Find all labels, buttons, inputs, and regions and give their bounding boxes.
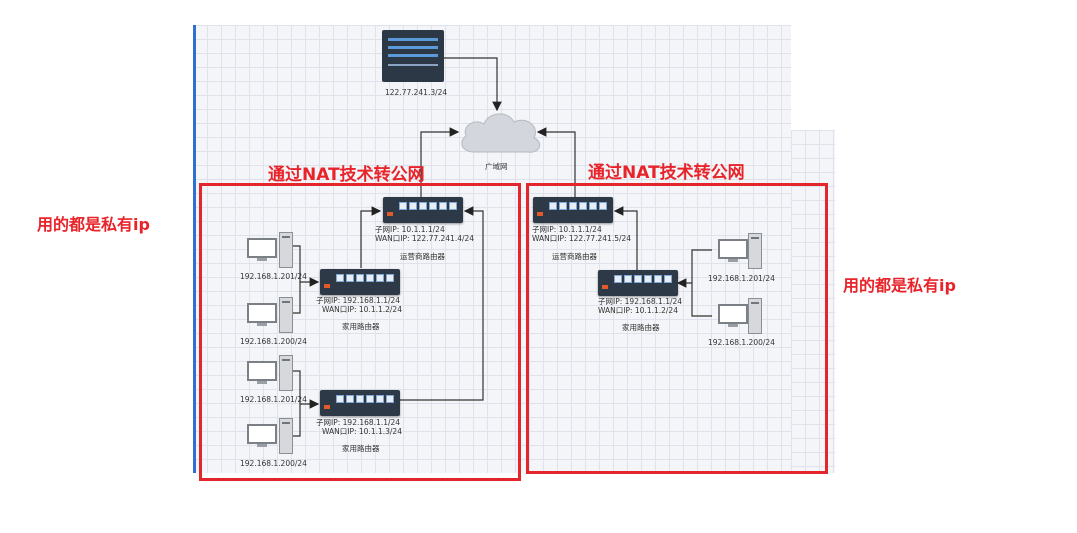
- cloud-label: 广域网: [485, 162, 508, 171]
- left-pc-2-label: 192.168.1.200/24: [240, 337, 307, 346]
- right-isp-router-icon: [533, 197, 613, 223]
- left-home1-subnet: 子网IP: 192.168.1.1/24: [316, 296, 401, 305]
- right-pc-1-label: 192.168.1.201/24: [708, 274, 775, 283]
- right-home-subnet: 子网IP: 192.168.1.1/24: [598, 297, 683, 306]
- server-label: 122.77.241.3/24: [385, 88, 448, 97]
- left-pc-3-icon: [247, 355, 297, 393]
- left-home1-wan: WAN口IP: 10.1.1.2/24: [322, 305, 402, 314]
- server-icon: [382, 30, 444, 82]
- left-isp-subnet: 子网IP: 10.1.1.1/24: [375, 225, 445, 234]
- left-nat-title: 通过NAT技术转公网: [268, 165, 425, 185]
- right-home-wan: WAN口IP: 10.1.1.2/24: [598, 306, 678, 315]
- left-edge-bar: [193, 25, 196, 473]
- left-home-router-1-icon: [320, 269, 400, 295]
- right-pc-2-label: 192.168.1.200/24: [708, 338, 775, 347]
- right-nat-title: 通过NAT技术转公网: [588, 163, 745, 183]
- left-pc-1-label: 192.168.1.201/24: [240, 272, 307, 281]
- left-network-box: [199, 183, 521, 481]
- left-home2-subnet: 子网IP: 192.168.1.1/24: [316, 418, 401, 427]
- left-home2-name: 家用路由器: [342, 444, 380, 453]
- left-pc-4-label: 192.168.1.200/24: [240, 459, 307, 468]
- left-isp-router-icon: [383, 197, 463, 223]
- cloud-icon: [461, 113, 541, 153]
- left-home-router-2-icon: [320, 390, 400, 416]
- left-pc-2-icon: [247, 297, 297, 335]
- right-home-router-icon: [598, 270, 678, 296]
- right-home-name: 家用路由器: [622, 323, 660, 332]
- left-isp-name: 运营商路由器: [400, 252, 445, 261]
- left-home1-name: 家用路由器: [342, 322, 380, 331]
- left-home2-wan: WAN口IP: 10.1.1.3/24: [322, 427, 402, 436]
- right-isp-wan: WAN口IP: 122.77.241.5/24: [532, 234, 632, 243]
- left-isp-wan: WAN口IP: 122.77.241.4/24: [375, 234, 475, 243]
- left-pc-1-icon: [247, 232, 297, 270]
- right-private-ip-note: 用的都是私有ip: [843, 276, 956, 295]
- diagram-grid-main: [193, 25, 791, 473]
- right-isp-name: 运营商路由器: [552, 252, 597, 261]
- left-pc-3-label: 192.168.1.201/24: [240, 395, 307, 404]
- right-network-box: [526, 183, 828, 474]
- right-pc-2-icon: [714, 298, 764, 336]
- right-pc-1-icon: [714, 233, 764, 271]
- left-private-ip-note: 用的都是私有ip: [37, 215, 150, 234]
- right-isp-subnet: 子网IP: 10.1.1.1/24: [532, 225, 602, 234]
- left-pc-4-icon: [247, 418, 297, 456]
